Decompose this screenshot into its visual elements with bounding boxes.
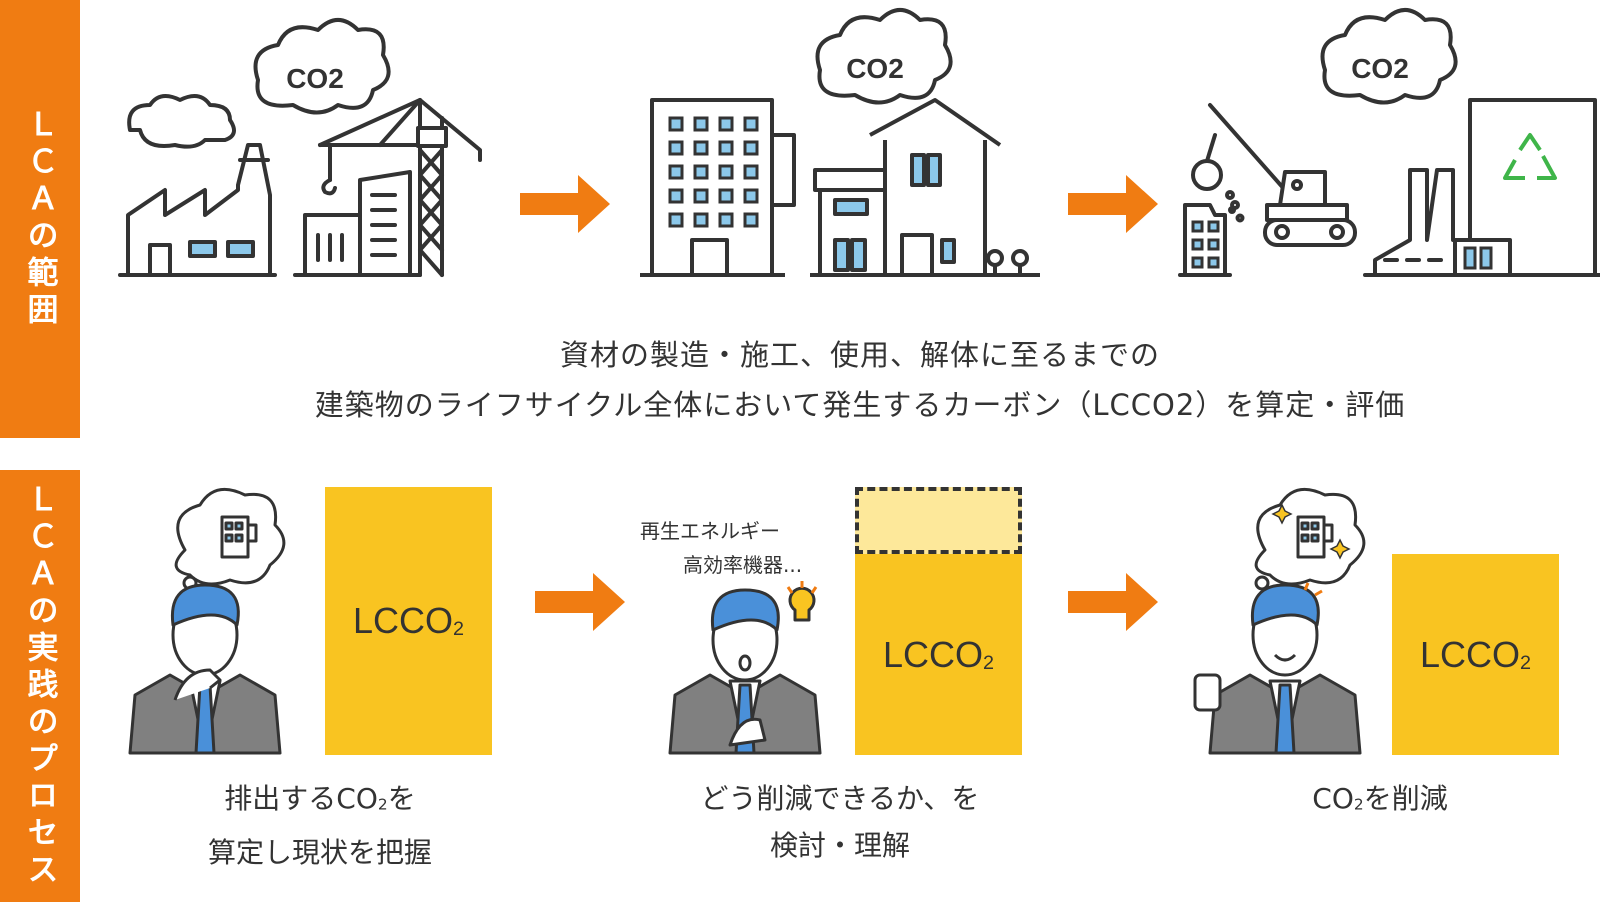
hint-renewable-energy: 再生エネルギー [640,519,780,543]
demolition-recycling-illustration: CO2 [1178,8,1600,277]
lcco2-reduction-potential [855,487,1022,554]
businessman-thinking-illustration [128,487,286,755]
building-use-illustration: CO2 [640,8,1040,277]
side-label-process: ＬＣＡの実践のプロセス [0,470,80,902]
lcco2-bar: LCCO2 [855,554,1022,755]
arrow-right-icon [1068,573,1158,631]
arrow-right-icon [1068,175,1158,233]
co2-bubble-label: CO2 [1351,53,1409,84]
co2-bubble-label: CO2 [846,53,904,84]
scope-description: 資材の製造・施工、使用、解体に至るまでの 建築物のライフサイクル全体において発生… [314,338,1406,422]
lightbulb-icon [788,586,816,622]
arrow-right-icon [535,573,625,631]
co2-bubble-label: CO2 [286,63,344,94]
lcco2-bar: LCCO2 [325,487,492,755]
businessman-success-illustration [1193,487,1366,755]
side-label-scope: ＬＣＡの範囲 [0,0,80,438]
step1-caption: 排出するCO2を 算定し現状を把握 [207,782,432,869]
arrow-right-icon [520,175,610,233]
businessman-idea-illustration [668,581,822,755]
recycle-icon [1503,133,1557,180]
step2-caption: どう削減できるか、を 検討・理解 [700,782,980,862]
manufacturing-construction-illustration: CO2 [118,18,482,277]
lcco2-bar: LCCO2 [1392,554,1559,755]
hint-efficient-equipment: 高効率機器... [683,553,803,577]
step3-caption: CO2を削減 [1312,782,1448,815]
